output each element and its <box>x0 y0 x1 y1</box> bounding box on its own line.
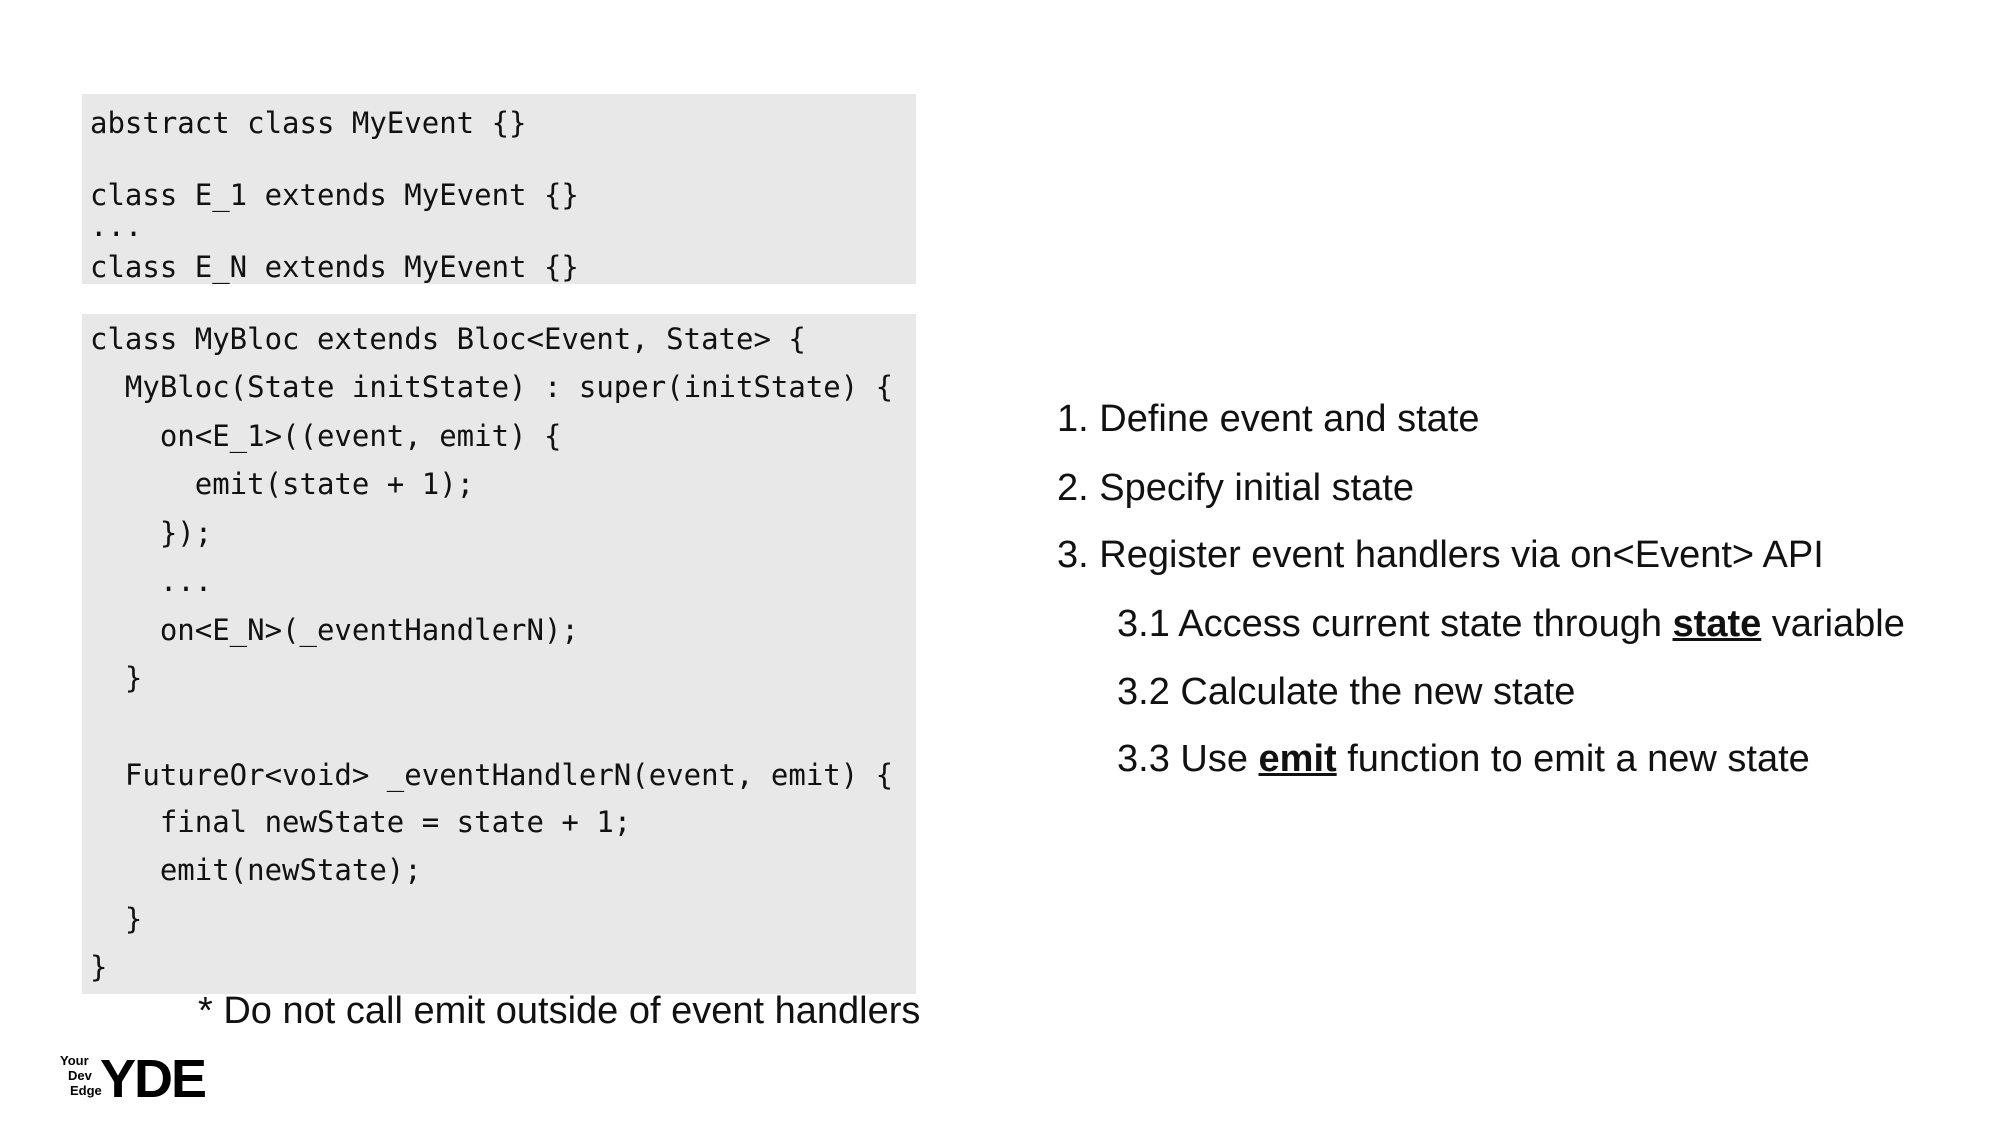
code-line: }); <box>90 516 213 550</box>
step-3-3-suffix: function to emit a new state <box>1336 738 1810 780</box>
code-line: ... <box>90 209 143 243</box>
step-2: 2. Specify initial state <box>1057 467 1414 509</box>
emit-keyword: emit <box>1258 738 1337 780</box>
step-3-1-suffix: variable <box>1761 603 1905 645</box>
step-3-2: 3.2 Calculate the new state <box>1117 671 1576 713</box>
yde-logo: Your Dev Edge YDE <box>60 1052 220 1106</box>
code-line: } <box>90 950 108 984</box>
code-line: MyBloc(State initState) : super(initStat… <box>90 370 894 404</box>
event-code-block: abstract class MyEvent {} class E_1 exte… <box>82 94 916 284</box>
step-3-1: 3.1 Access current state through state v… <box>1117 605 1905 643</box>
bloc-code-block: class MyBloc extends Bloc<Event, State> … <box>82 314 916 994</box>
code-line: on<E_N>(_eventHandlerN); <box>90 613 579 647</box>
step-3-3: 3.3 Use emit function to emit a new stat… <box>1117 740 1810 778</box>
step-3-3-text: 3.3 Use <box>1117 738 1259 780</box>
code-line: class E_1 extends MyEvent {} <box>90 178 579 212</box>
logo-mark: YDE <box>100 1049 207 1109</box>
code-line: on<E_1>((event, emit) { <box>90 419 562 453</box>
code-line: class MyBloc extends Bloc<Event, State> … <box>90 322 806 356</box>
step-1: 1. Define event and state <box>1057 398 1480 440</box>
step-3-1-text: 3.1 Access current state through <box>1117 603 1673 645</box>
code-line: final newState = state + 1; <box>90 805 632 839</box>
code-line: emit(state + 1); <box>90 467 475 501</box>
code-line: abstract class MyEvent {} <box>90 106 527 140</box>
footnote: * Do not call emit outside of event hand… <box>198 990 921 1032</box>
code-line: } <box>90 661 143 695</box>
step-3: 3. Register event handlers via on<Event>… <box>1057 534 1824 576</box>
logo-text-your: Your <box>60 1053 89 1068</box>
logo-text-edge: Edge <box>70 1083 102 1098</box>
logo-text-dev: Dev <box>68 1068 92 1083</box>
state-keyword: state <box>1672 603 1762 645</box>
code-line: class E_N extends MyEvent {} <box>90 250 579 284</box>
code-line: ... <box>90 564 213 598</box>
code-line: FutureOr<void> _eventHandlerN(event, emi… <box>90 758 894 792</box>
code-line: emit(newState); <box>90 853 422 887</box>
code-line: } <box>90 902 143 936</box>
